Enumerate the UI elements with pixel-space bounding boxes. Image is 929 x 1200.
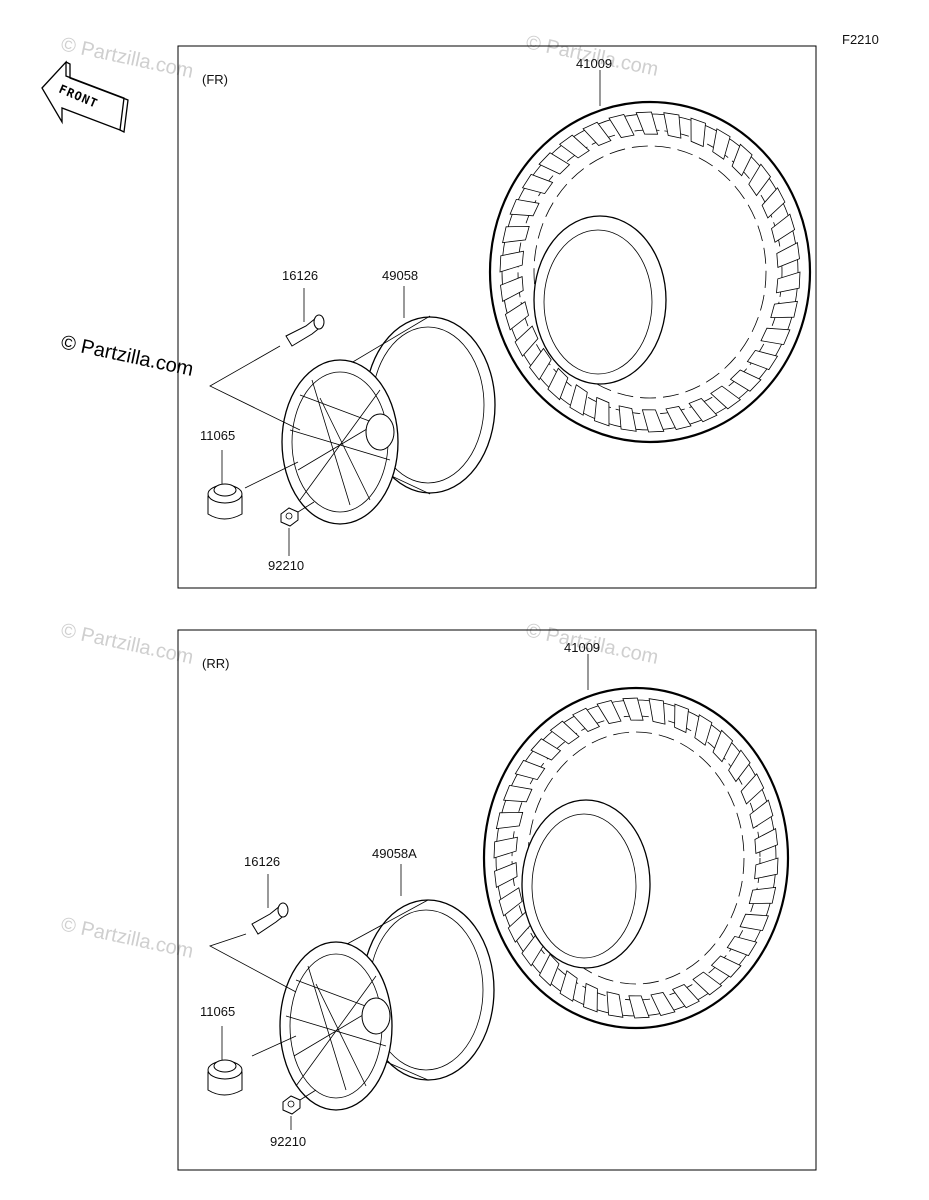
- tire-tread-pattern: [493, 697, 779, 1019]
- watermark: © Partzilla.com: [59, 913, 195, 963]
- lug-nut-icon: [282, 1089, 317, 1115]
- valve-part-number: 16126: [244, 854, 280, 869]
- panel-position-label: (RR): [202, 656, 229, 671]
- rim-part-number: 49058: [382, 268, 418, 283]
- cap-part-number: 11065: [200, 428, 235, 443]
- watermark: © Partzilla.com: [59, 619, 195, 669]
- watermark: © Partzilla.com: [59, 33, 195, 83]
- nut-part-number: 92210: [270, 1134, 306, 1149]
- valve-stem-icon: [251, 902, 289, 935]
- panel-frame: [177, 45, 817, 589]
- tire-part-number: 41009: [576, 56, 612, 71]
- rim-part-number: 49058A: [372, 846, 417, 861]
- tire-icon: [488, 100, 812, 444]
- panel-position-label: (FR): [202, 72, 228, 87]
- rear-panel: (RR) 41009 49058A 16: [177, 629, 817, 1171]
- panel-frame: [177, 629, 817, 1171]
- rim-icon: [281, 315, 496, 525]
- cap-part-number: 11065: [200, 1004, 235, 1019]
- front-panel: (FR) 41009 49058 161: [177, 45, 817, 589]
- tire-tread-pattern: [499, 111, 801, 433]
- valve-part-number: 16126: [282, 268, 318, 283]
- center-cap-icon: [207, 461, 299, 520]
- lug-nut-icon: [280, 501, 315, 527]
- front-arrow-icon: FRONT: [41, 60, 129, 133]
- center-cap-icon: [207, 1035, 297, 1096]
- rim-icon: [279, 899, 495, 1111]
- tire-part-number: 41009: [564, 640, 600, 655]
- tire-icon: [482, 686, 790, 1030]
- copyright-label: © Partzilla.com: [59, 331, 195, 381]
- nut-part-number: 92210: [268, 558, 304, 573]
- diagram-code: F2210: [842, 32, 879, 47]
- valve-stem-icon: [285, 314, 325, 347]
